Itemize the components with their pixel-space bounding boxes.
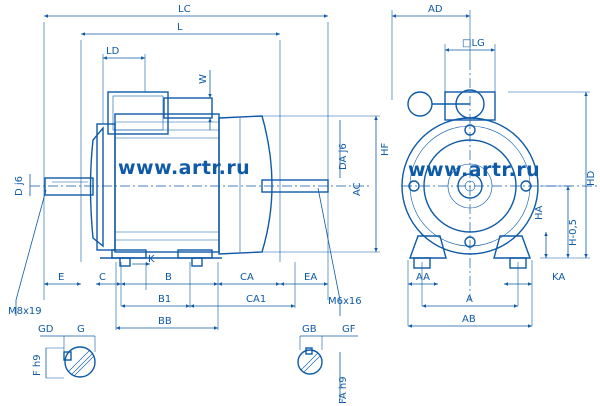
- label-HF: HF: [380, 142, 391, 156]
- label-M6x16: M6x16: [328, 296, 362, 307]
- label-C: C: [99, 272, 106, 283]
- watermark-side: www.artr.ru: [118, 157, 250, 179]
- label-GF: GF: [342, 324, 356, 335]
- label-AC: AC: [352, 182, 363, 196]
- label-HA: HA: [534, 205, 545, 220]
- label-F-h9: F h9: [32, 354, 43, 376]
- shaft-section-front: [40, 335, 96, 379]
- label-E: E: [58, 272, 64, 283]
- label-A: A: [466, 294, 473, 305]
- label-K: K: [148, 254, 155, 265]
- label-B: B: [165, 272, 172, 283]
- side-view: [15, 14, 380, 330]
- label-H: H-0,5: [568, 219, 579, 246]
- label-LD: LD: [106, 46, 120, 57]
- label-CA: CA: [240, 272, 254, 283]
- shaft-section-rear: [297, 335, 358, 400]
- label-EA: EA: [304, 272, 317, 283]
- label-L: L: [177, 22, 183, 33]
- label-AD: AD: [428, 4, 443, 15]
- label-HD: HD: [586, 170, 597, 186]
- label-DA-j6: DA j6: [338, 143, 349, 170]
- label-FA-h9: FA h9: [338, 376, 349, 404]
- label-AA: AA: [416, 272, 430, 283]
- label-LC: LC: [178, 4, 191, 15]
- label-BB: BB: [158, 316, 172, 327]
- label-G: G: [77, 324, 85, 335]
- label-LG: □LG: [462, 38, 485, 49]
- label-D-j6: D j6: [14, 176, 25, 196]
- label-KA: KA: [552, 272, 565, 283]
- label-GD: GD: [38, 324, 54, 335]
- label-CA1: CA1: [246, 294, 266, 305]
- label-W: W: [198, 74, 209, 84]
- label-AB: AB: [462, 314, 476, 325]
- label-B1: B1: [158, 294, 171, 305]
- front-view: [391, 10, 600, 328]
- label-M8x19: M8x19: [8, 306, 42, 317]
- label-GB: GB: [302, 324, 317, 335]
- watermark-front: www.artr.ru: [408, 159, 540, 181]
